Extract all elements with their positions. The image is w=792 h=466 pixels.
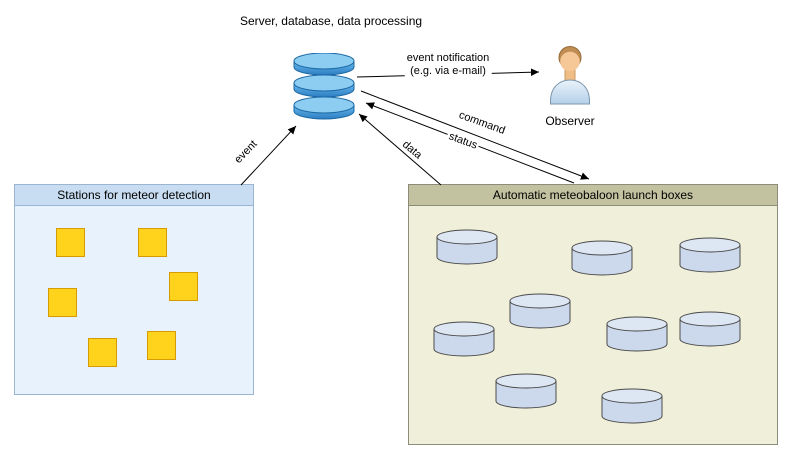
launcher-cylinder-icon [601, 388, 663, 424]
database-icon [293, 52, 355, 120]
launcher-cylinder-icon [679, 237, 741, 273]
stations-box-title: Stations for meteor detection [15, 185, 253, 206]
launcher-cylinder-icon [509, 293, 571, 329]
meteor-station-icon [56, 228, 85, 257]
launch-box: Automatic meteobaloon launch boxes [408, 184, 778, 445]
launch-box-title: Automatic meteobaloon launch boxes [409, 185, 777, 206]
edge-data-arrow [358, 113, 442, 186]
person-icon [550, 46, 590, 105]
edge-label-data: data [398, 137, 426, 163]
launcher-cylinder-icon [436, 229, 498, 265]
meteor-station-icon [147, 331, 176, 360]
launcher-cylinder-icon [679, 311, 741, 347]
meteor-station-icon [138, 228, 167, 257]
launcher-cylinder-icon [606, 316, 668, 352]
edge-label-status: status [445, 129, 481, 153]
launcher-cylinder-icon [571, 240, 633, 276]
meteor-station-icon [169, 272, 198, 301]
launcher-cylinder-icon [495, 373, 557, 409]
observer-node: Observer [534, 44, 606, 128]
notification-label-line1: event notification [406, 52, 490, 64]
edge-label-event: event [230, 136, 262, 168]
edge-label-command: command [455, 108, 509, 138]
notification-label-line2: (e.g. via e-mail) [410, 65, 486, 77]
stations-box: Stations for meteor detection [14, 184, 254, 395]
observer-label: Observer [545, 114, 595, 128]
meteor-station-icon [48, 288, 77, 317]
database-icon-svg [293, 52, 355, 120]
edge-label-notification: event notification (e.g. via e-mail) [404, 52, 492, 78]
launcher-cylinder-icon [433, 321, 495, 357]
server-title: Server, database, data processing [239, 14, 423, 28]
meteor-station-icon [88, 338, 117, 367]
